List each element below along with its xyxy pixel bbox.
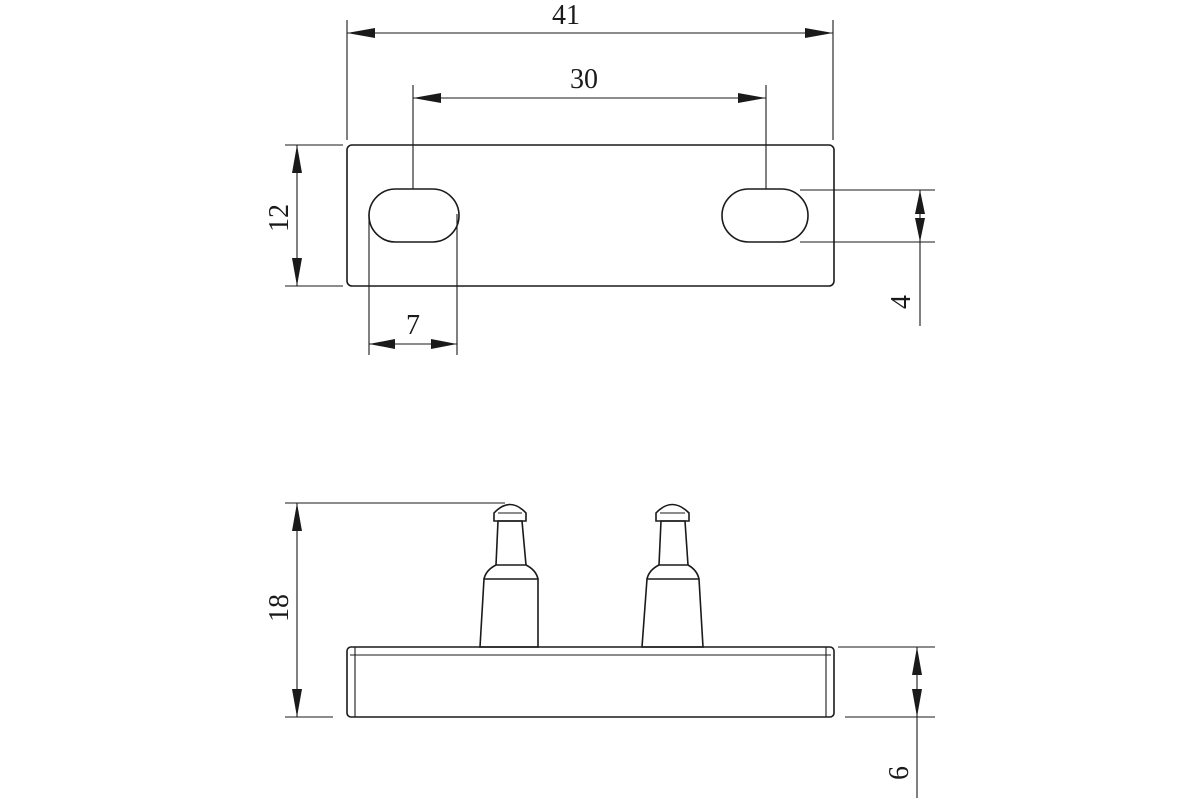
slot-right: [721, 188, 809, 243]
slot-left: [368, 188, 460, 243]
dim-label-12: 12: [264, 204, 295, 232]
dimension-hole-spacing: 30: [412, 64, 767, 189]
dimension-overall-length: 41: [346, 0, 834, 140]
top-view: 41 30 12 7: [264, 0, 935, 355]
dimension-total-height: 18: [264, 502, 505, 718]
dimension-slot-width: 4: [800, 189, 935, 326]
dim-label-41: 41: [552, 0, 580, 31]
dimension-base-thickness: 6: [838, 646, 935, 798]
pin-right: [641, 503, 704, 648]
dim-label-6: 6: [884, 766, 915, 780]
pin-left: [479, 503, 539, 648]
dim-label-30: 30: [570, 64, 598, 95]
dimension-height: 12: [264, 144, 343, 287]
dim-label-7: 7: [406, 310, 420, 341]
base-plate: [346, 646, 835, 718]
plate-outline: [346, 144, 835, 287]
side-view: 18 6: [264, 502, 935, 798]
dim-label-18: 18: [264, 594, 295, 622]
dimension-slot-length: 7: [368, 214, 458, 355]
dim-label-4: 4: [886, 295, 917, 309]
